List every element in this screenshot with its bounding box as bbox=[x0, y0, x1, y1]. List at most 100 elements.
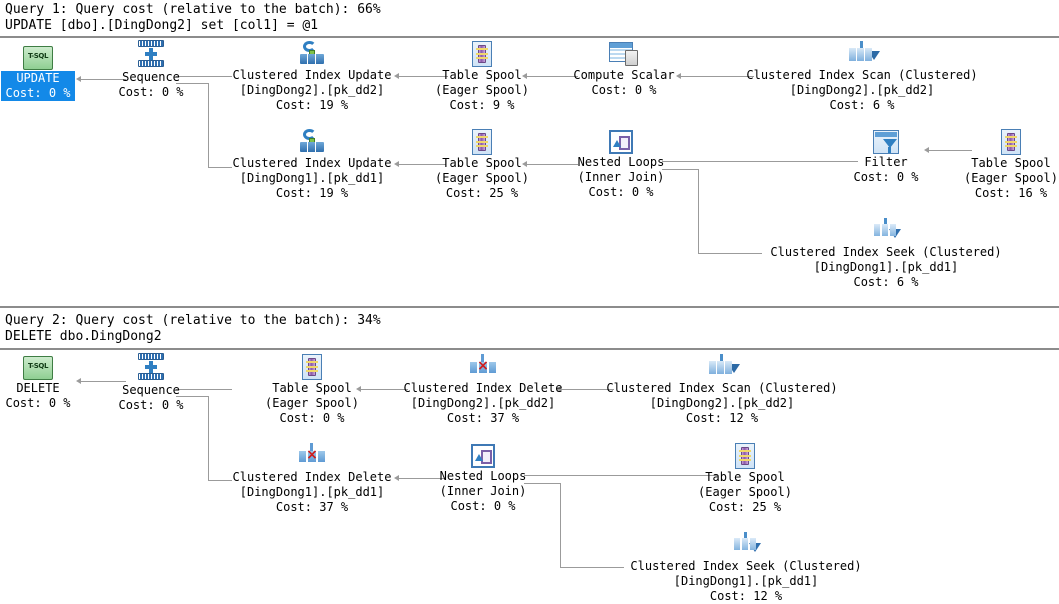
tsql-statement-icon bbox=[23, 356, 53, 380]
plan-node-line2: Cost: 0 % bbox=[118, 85, 184, 99]
plan-node-clustered-index-delete-dd1[interactable]: Clustered Index Delete [DingDong1].[pk_d… bbox=[231, 440, 393, 515]
edge-nl-inner-stub bbox=[662, 169, 698, 170]
plan-node-table-spool-q2-25[interactable]: Table Spool (Eager Spool) Cost: 25 % bbox=[698, 440, 792, 515]
plan-node-line1: Table Spool bbox=[272, 381, 352, 395]
plan-node-line3: Cost: 25 % bbox=[708, 500, 782, 514]
plan-node-line1: Clustered Index Delete bbox=[232, 470, 392, 484]
query-2-top-divider bbox=[0, 306, 1059, 308]
plan-node-line1: Table Spool bbox=[971, 156, 1051, 170]
query-2-statement-line: DELETE dbo.DingDong2 bbox=[5, 329, 162, 344]
sequence-icon bbox=[134, 352, 168, 382]
edge-sequence-out-bottom bbox=[176, 83, 208, 84]
plan-node-line1: Sequence bbox=[122, 383, 180, 397]
query-1-divider bbox=[0, 36, 1059, 38]
plan-node-clustered-index-delete-dd2[interactable]: Clustered Index Delete [DingDong2].[pk_d… bbox=[402, 351, 564, 426]
edge-nl-inner-vertical bbox=[698, 169, 699, 254]
plan-node-line2: (Eager Spool) bbox=[435, 171, 529, 185]
edge-compute-to-spool9 bbox=[524, 76, 578, 77]
update-selection-highlight[interactable]: UPDATE Cost: 0 % bbox=[1, 71, 75, 101]
plan-node-line1: Compute Scalar bbox=[573, 68, 675, 82]
nested-loops-icon bbox=[609, 130, 633, 154]
nested-loops-icon bbox=[471, 444, 495, 468]
query-2-header: Query 2: Query cost (relative to the bat… bbox=[0, 313, 1059, 345]
edge-arrow-cid-dd1 bbox=[394, 475, 399, 481]
plan-node-line2: [DingDong1].[pk_dd1] bbox=[239, 485, 385, 499]
clustered-index-delete-icon bbox=[297, 443, 327, 469]
sequence-icon bbox=[134, 39, 168, 69]
plan-node-sequence-q2[interactable]: Sequence Cost: 0 % bbox=[104, 351, 198, 413]
plan-node-line1: Sequence bbox=[122, 70, 180, 84]
table-spool-icon bbox=[735, 443, 755, 469]
plan-node-line1: Table Spool bbox=[705, 470, 785, 484]
compute-scalar-icon bbox=[608, 41, 640, 67]
edge-q2-nl-inner-to-seek bbox=[560, 567, 624, 568]
edge-q2-nl-inner-vertical bbox=[560, 483, 561, 568]
clustered-index-seek-icon bbox=[731, 532, 761, 558]
plan-node-filter[interactable]: Filter Cost: 0 % bbox=[832, 126, 940, 185]
clustered-index-scan-icon bbox=[847, 41, 877, 67]
plan-node-line3: Cost: 0 % bbox=[279, 411, 345, 425]
query-1-header: Query 1: Query cost (relative to the bat… bbox=[0, 2, 1059, 34]
edge-q2-sequence-branch-vertical bbox=[208, 396, 209, 481]
clustered-index-scan-icon bbox=[707, 354, 737, 380]
plan-node-table-spool-q2-0[interactable]: Table Spool (Eager Spool) Cost: 0 % bbox=[265, 351, 359, 426]
plan-node-table-spool-q1-9[interactable]: Table Spool (Eager Spool) Cost: 9 % bbox=[435, 38, 529, 113]
query-2-divider bbox=[0, 348, 1059, 350]
plan-node-compute-scalar[interactable]: Compute Scalar Cost: 0 % bbox=[568, 38, 680, 98]
table-spool-icon bbox=[1001, 129, 1021, 155]
plan-node-line3: Cost: 6 % bbox=[853, 275, 919, 289]
query-2-cost-line: Query 2: Query cost (relative to the bat… bbox=[5, 313, 381, 328]
plan-node-line2: Cost: 0 % bbox=[853, 170, 919, 184]
plan-node-clustered-index-scan-dd2-q2[interactable]: Clustered Index Scan (Clustered) [DingDo… bbox=[604, 351, 840, 426]
table-spool-icon bbox=[472, 41, 492, 67]
plan-node-line2: [DingDong2].[pk_dd2] bbox=[789, 83, 935, 97]
plan-node-clustered-index-seek-dd1-q1[interactable]: Clustered Index Seek (Clustered) [DingDo… bbox=[768, 215, 1004, 290]
edge-nl-to-spool25 bbox=[524, 164, 578, 165]
edge-cis-dd2-to-cid-dd2 bbox=[558, 389, 614, 390]
edge-spool25-to-ciu-dd1 bbox=[396, 164, 446, 165]
plan-node-line1: Filter bbox=[864, 155, 908, 169]
plan-node-line1: Clustered Index Seek (Clustered) bbox=[630, 559, 862, 573]
edge-arrow-spool9 bbox=[522, 73, 527, 79]
plan-node-line1: Clustered Index Update bbox=[232, 156, 392, 170]
plan-node-sequence-q1[interactable]: Sequence Cost: 0 % bbox=[104, 38, 198, 100]
plan-node-clustered-index-seek-dd1-q2[interactable]: Clustered Index Seek (Clustered) [DingDo… bbox=[628, 529, 864, 604]
table-spool-icon bbox=[472, 129, 492, 155]
edge-arrow-cid-dd2 bbox=[556, 386, 561, 392]
plan-node-delete-result[interactable]: DELETE Cost: 0 % bbox=[0, 352, 76, 411]
edge-sequence-branch-to-ciu-dd1 bbox=[208, 167, 232, 168]
plan-node-line1: Table Spool bbox=[442, 68, 522, 82]
plan-node-line2: Cost: 0 % bbox=[5, 86, 71, 100]
plan-node-line3: Cost: 0 % bbox=[588, 185, 654, 199]
edge-arrow-to-delete-result bbox=[76, 378, 81, 384]
table-spool-icon bbox=[302, 354, 322, 380]
plan-node-line2: (Inner Join) bbox=[439, 484, 527, 498]
plan-node-clustered-index-scan-dd2-q1[interactable]: Clustered Index Scan (Clustered) [DingDo… bbox=[744, 38, 980, 113]
plan-node-clustered-index-update-dd1[interactable]: Clustered Index Update [DingDong1].[pk_d… bbox=[231, 126, 393, 201]
plan-node-clustered-index-update-dd2[interactable]: Clustered Index Update [DingDong2].[pk_d… bbox=[231, 38, 393, 113]
plan-node-line2: (Eager Spool) bbox=[964, 171, 1058, 185]
clustered-index-update-icon bbox=[297, 129, 327, 155]
plan-node-nested-loops-q1[interactable]: Nested Loops (Inner Join) Cost: 0 % bbox=[566, 126, 676, 200]
plan-node-line1: Nested Loops bbox=[439, 469, 527, 483]
plan-node-line1: UPDATE bbox=[16, 71, 60, 85]
plan-node-line3: Cost: 12 % bbox=[685, 411, 759, 425]
plan-node-update-result[interactable]: UPDATE Cost: 0 % bbox=[0, 42, 76, 101]
plan-node-line1: Clustered Index Scan (Clustered) bbox=[606, 381, 838, 395]
edge-sequence-branch-vertical bbox=[208, 83, 209, 168]
query-1-statement-line: UPDATE [dbo].[DingDong2] set [col1] = @1 bbox=[5, 18, 319, 33]
plan-node-table-spool-q1-16[interactable]: Table Spool (Eager Spool) Cost: 16 % bbox=[964, 126, 1058, 201]
edge-q2-sequence-out-bottom bbox=[176, 396, 208, 397]
plan-node-line3: Cost: 19 % bbox=[275, 98, 349, 112]
plan-node-line3: Cost: 37 % bbox=[275, 500, 349, 514]
edge-q2-nl-inner-stub bbox=[524, 483, 560, 484]
plan-node-nested-loops-q2[interactable]: Nested Loops (Inner Join) Cost: 0 % bbox=[428, 440, 538, 514]
plan-node-line3: Cost: 9 % bbox=[449, 98, 515, 112]
edge-nl-inner-to-seek bbox=[698, 253, 762, 254]
plan-node-table-spool-q1-25[interactable]: Table Spool (Eager Spool) Cost: 25 % bbox=[435, 126, 529, 201]
clustered-index-update-icon bbox=[297, 41, 327, 67]
plan-node-line2: [DingDong2].[pk_dd2] bbox=[410, 396, 556, 410]
edge-arrow-ciu-dd1 bbox=[394, 161, 399, 167]
plan-node-line2: (Eager Spool) bbox=[435, 83, 529, 97]
